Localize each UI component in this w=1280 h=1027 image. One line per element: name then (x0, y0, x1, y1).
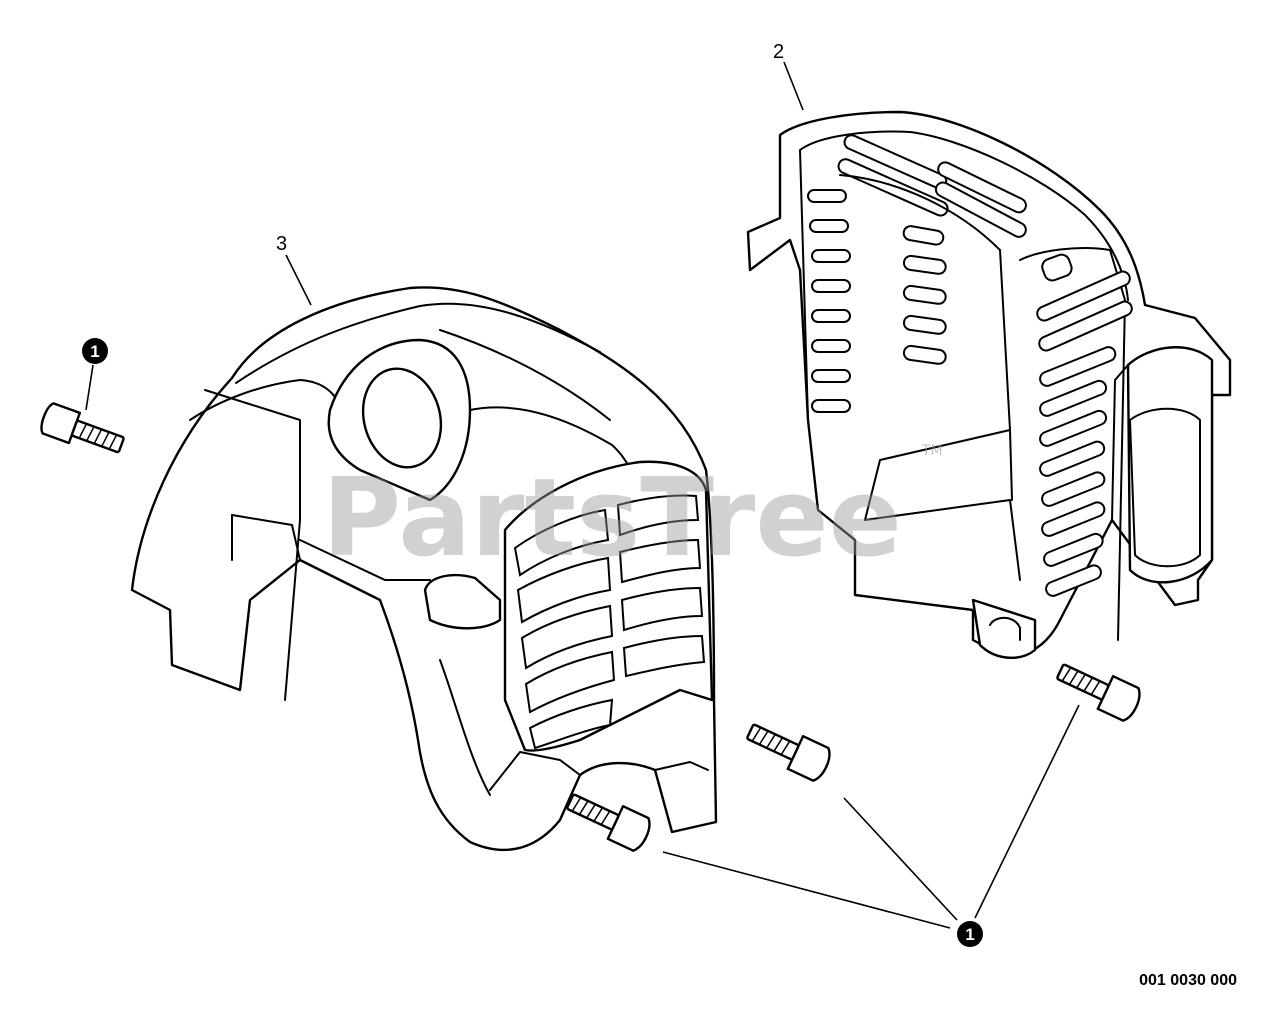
bolt-lower-right[interactable] (1053, 655, 1144, 723)
leader-lines (85, 61, 1080, 929)
watermark-trademark: TM (921, 443, 943, 459)
centre-slot-group (902, 225, 947, 365)
engine-cover-part-3[interactable] (130, 286, 718, 852)
left-slot-group (807, 189, 851, 413)
right-slot-group (1036, 253, 1133, 597)
bolt-lower-left[interactable] (563, 785, 654, 853)
callout-part-3: 3 (276, 233, 287, 255)
watermark-text: PartsTree (322, 456, 902, 581)
callout-bolt-group: 1 (957, 921, 983, 947)
bolt-top-left[interactable] (38, 402, 126, 460)
callout-bolt-top-left: 1 (82, 338, 108, 364)
drawing-number: 001 0030 000 (1139, 972, 1237, 989)
svg-text:1: 1 (965, 925, 974, 944)
svg-text:1: 1 (90, 342, 99, 361)
callout-part-2: 2 (773, 41, 784, 63)
shroud-part-2[interactable] (746, 110, 1232, 659)
bolt-lower-centre[interactable] (743, 715, 834, 783)
